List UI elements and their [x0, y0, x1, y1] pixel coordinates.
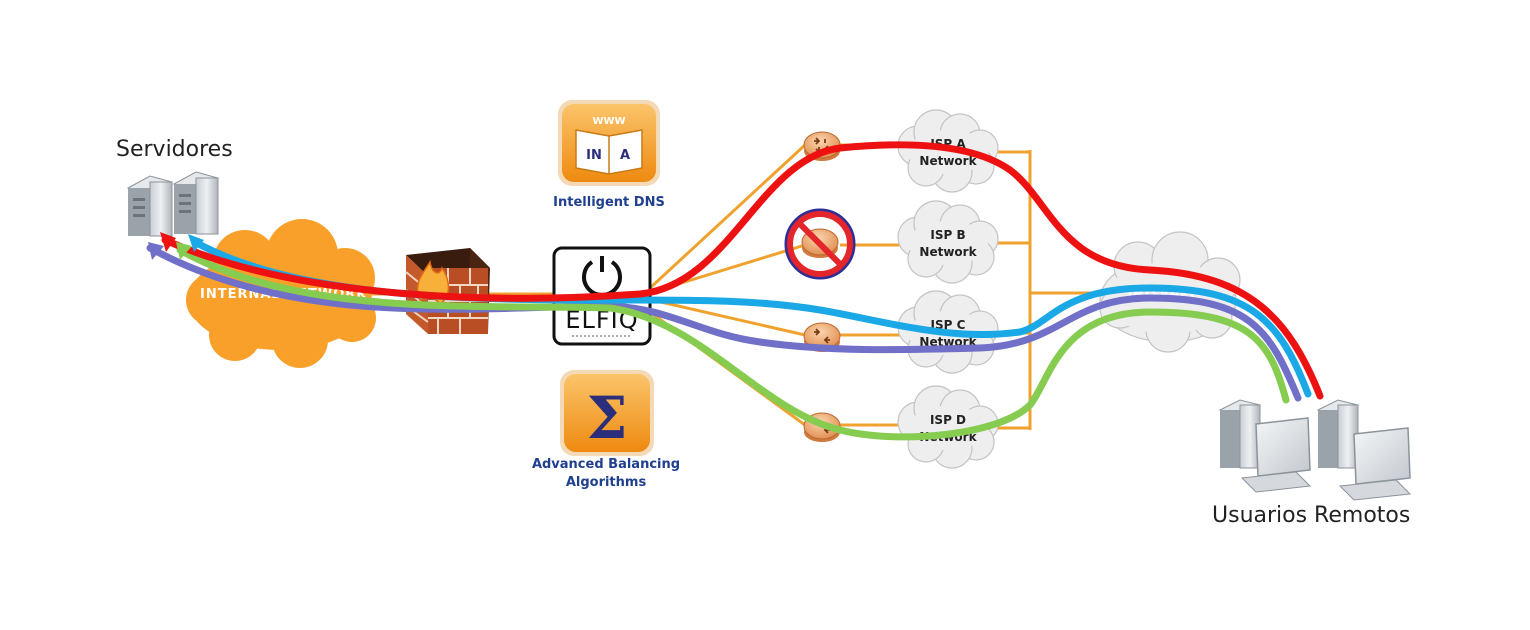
intelligent-dns-label: Intelligent DNS	[553, 195, 665, 210]
arrowhead-blue	[188, 234, 204, 252]
isp-name-label: ISP D	[930, 413, 966, 427]
remote-pc-2	[1316, 399, 1412, 501]
traffic-flows	[146, 141, 1324, 441]
link-elfiq-router-a	[648, 143, 807, 290]
remote-pc-1	[1218, 399, 1312, 493]
dns-www-label: WWW	[592, 116, 625, 127]
isp-name-label: ISP B	[930, 228, 965, 242]
isp-network-label: Network	[919, 245, 977, 259]
arrowhead-green	[176, 242, 192, 260]
advanced-balancing-icon: Σ	[560, 370, 654, 456]
firewall-icon	[405, 248, 490, 334]
dns-a-label: A	[620, 148, 630, 163]
intelligent-dns-icon: WWW IN A	[558, 100, 660, 186]
router-b-down	[784, 208, 856, 280]
isp-cloud-b: ISP B Network	[897, 200, 999, 284]
arrowhead-purple	[148, 242, 164, 260]
balancing-label-line2: Algorithms	[566, 475, 647, 490]
isp-network-label: Network	[919, 154, 977, 168]
server-icon-1	[126, 175, 174, 237]
balancing-label-line1: Advanced Balancing	[532, 457, 680, 472]
dns-in-label: IN	[586, 148, 602, 163]
arrowhead-red	[160, 232, 176, 252]
sigma-symbol: Σ	[586, 384, 627, 452]
flow-green	[176, 246, 1290, 441]
link-elfiq-router-c	[651, 298, 806, 337]
blocked-icon	[784, 208, 856, 280]
remote-users-label: Usuarios Remotos	[1212, 503, 1410, 528]
servers-label: Servidores	[116, 137, 233, 162]
server-icon-2	[172, 171, 220, 235]
flow-red	[161, 141, 1324, 400]
